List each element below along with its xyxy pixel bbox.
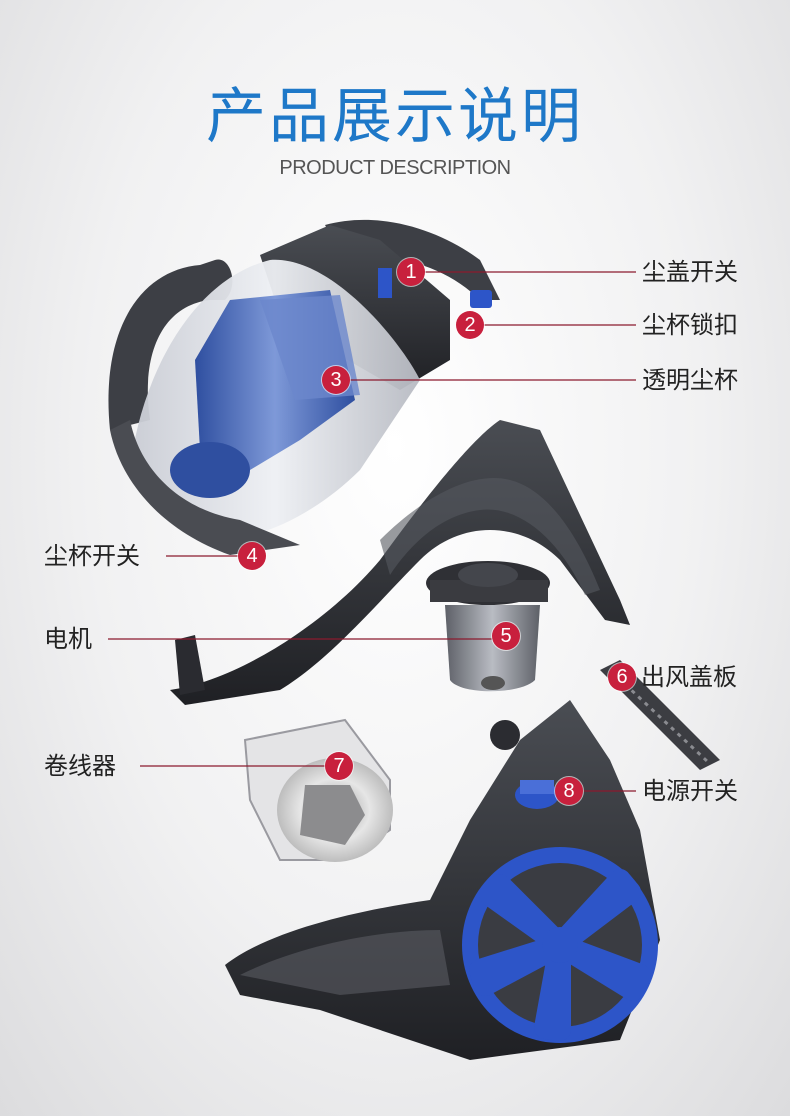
page-title: 产品展示说明: [206, 82, 584, 152]
part-label-exhaust-cover: 出风盖板: [641, 663, 737, 691]
motor: [426, 561, 550, 692]
part-label-motor: 电机: [44, 625, 92, 653]
part-label-dust-cup-lock: 尘杯锁扣: [642, 311, 738, 339]
part-marker-5: 5: [492, 622, 520, 650]
part-marker-7: 7: [325, 752, 353, 780]
part-marker-1: 1: [397, 258, 425, 286]
part-marker-8: 8: [555, 777, 583, 805]
part-marker-3: 3: [322, 366, 350, 394]
main-body-shell: [170, 420, 630, 705]
part-label-power-switch: 电源开关: [642, 777, 738, 805]
part-marker-2: 2: [456, 311, 484, 339]
part-label-dust-cover-switch: 尘盖开关: [642, 258, 738, 286]
part-label-dust-cup-switch: 尘杯开关: [44, 542, 140, 570]
base-with-wheel: [225, 700, 660, 1060]
leader-lines: [108, 271, 636, 792]
page-subtitle: PRODUCT DESCRIPTION: [279, 157, 511, 179]
part-marker-6: 6: [608, 663, 636, 691]
cord-reel: [243, 718, 393, 862]
part-label-cord-reel: 卷线器: [44, 752, 116, 780]
part-label-transparent-dust-cup: 透明尘杯: [642, 366, 738, 394]
part-marker-4: 4: [238, 542, 266, 570]
